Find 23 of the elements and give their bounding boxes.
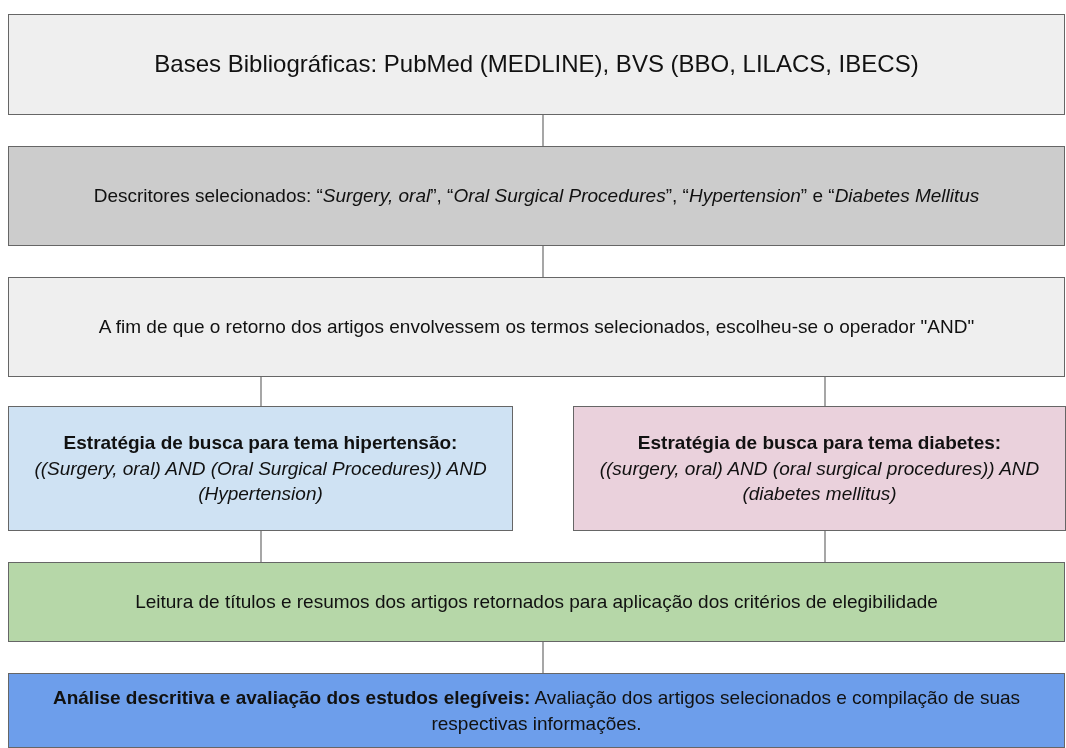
box-heading: Estratégia de busca para tema diabetes: (637, 431, 1002, 456)
connector-line (542, 641, 544, 674)
box-text: Descritores selecionados: “Surgery, oral”, “Oral Surgical Procedures”, “Hypertension” e “Diabetes Mellitus (93, 184, 980, 209)
box-text: Leitura de títulos e resumos dos artigos retornados para aplicação dos critérios de elegibilidade (135, 590, 938, 615)
process-box (8, 14, 1065, 115)
search-query: ((surgery, oral) AND (oral surgical procedures)) AND (diabetes mellitus) (598, 456, 1041, 507)
box-text: Análise descritiva e avaliação dos estudos elegíveis: Avaliação dos artigos selecionados e compilação de suas respectivas informações. (51, 685, 1022, 736)
process-box (8, 277, 1065, 377)
strategy-box (8, 406, 513, 531)
connector-line (260, 530, 262, 563)
box-text: Bases Bibliográficas: PubMed (MEDLINE), BVS (BBO, LILACS, IBECS) (154, 49, 919, 80)
connector-line (260, 376, 262, 407)
box-text: A fim de que o retorno dos artigos envolvessem os termos selecionados, escolheu-se o operador "AND" (98, 315, 975, 340)
connector-line (824, 530, 826, 563)
box-heading: Estratégia de busca para tema hipertensão: (63, 431, 458, 456)
connector-line (542, 114, 544, 147)
process-box (8, 146, 1065, 246)
connector-line (824, 376, 826, 407)
search-query: ((Surgery, oral) AND (Oral Surgical Procedures)) AND (Hypertension) (33, 456, 488, 507)
process-box (8, 562, 1065, 642)
connector-line (542, 245, 544, 278)
process-box (8, 673, 1065, 748)
strategy-box (573, 406, 1066, 531)
